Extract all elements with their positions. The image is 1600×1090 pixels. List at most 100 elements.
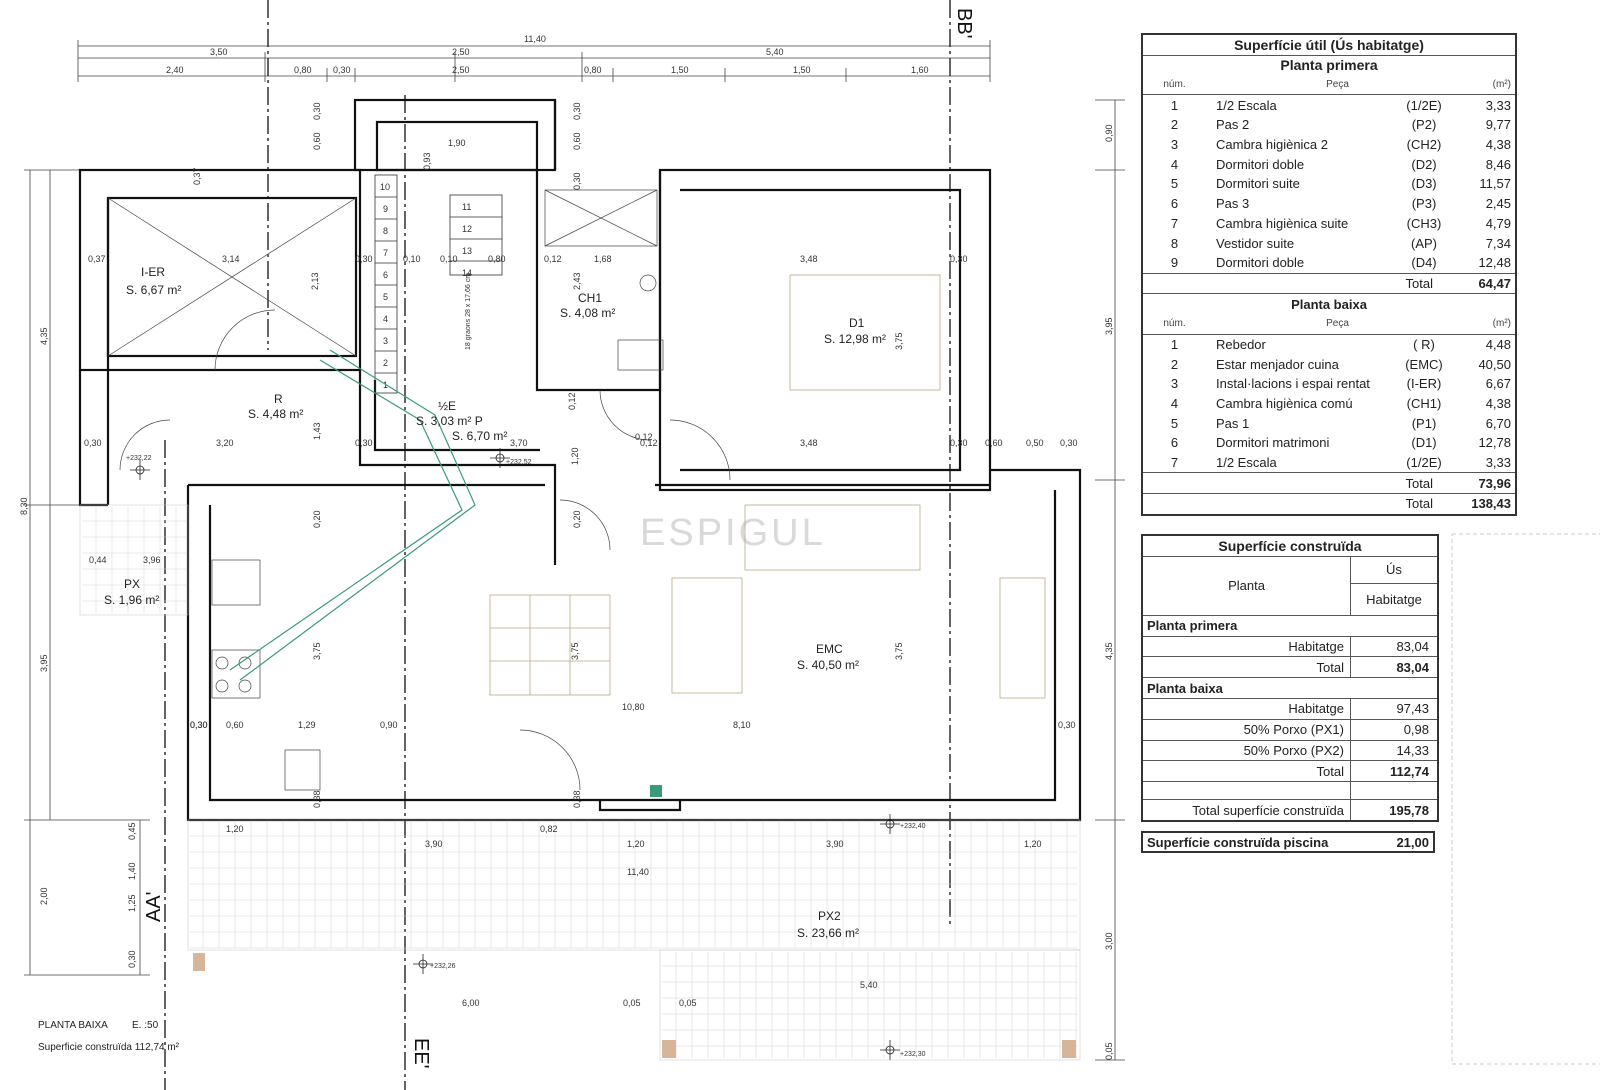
dim-top3-f: 1,50 bbox=[671, 65, 689, 75]
dimension-label: 0,37 bbox=[88, 254, 106, 264]
furniture bbox=[489, 274, 1046, 699]
dimension-label: 0,12 bbox=[635, 432, 653, 442]
dim-left-h: 0,30 bbox=[127, 950, 137, 968]
col-us: Ús bbox=[1351, 557, 1437, 584]
level-marks: +232,22 +232,52 +232,40 +232,26 +232,30 bbox=[126, 455, 926, 1058]
dimension-label: 0,38 bbox=[572, 790, 582, 808]
dim-top3-e: 0,80 bbox=[584, 65, 602, 75]
svg-text:14: 14 bbox=[462, 268, 472, 278]
svg-text:3: 3 bbox=[383, 336, 388, 346]
dimension-label: 0,60 bbox=[226, 720, 244, 730]
pool-surface-label: Superfície construïda piscina bbox=[1147, 834, 1329, 850]
room-labels: I-ER S. 6,67 m² R S. 4,48 m² ½E S. 3,03 … bbox=[104, 265, 886, 940]
dimension-label: 1,20 bbox=[570, 447, 580, 465]
dimension-label: 3,90 bbox=[425, 839, 443, 849]
dim-top3-b: 0,80 bbox=[294, 65, 312, 75]
dimension-label: 0,30 bbox=[572, 102, 582, 120]
walls bbox=[78, 98, 1082, 822]
dimension-label: 0,20 bbox=[572, 510, 582, 528]
porch-grid bbox=[79, 504, 1081, 1061]
dim-left-g: 1,25 bbox=[127, 894, 137, 912]
dimension-label: 3,75 bbox=[894, 642, 904, 660]
svg-text:8: 8 bbox=[383, 226, 388, 236]
dimension-label: 0,05 bbox=[679, 998, 697, 1008]
room-area: S. 6,70 m² bbox=[452, 429, 507, 443]
ground-floor-total: Total 73,96 bbox=[1143, 472, 1515, 493]
column-marker bbox=[662, 1040, 676, 1058]
dimension-label: 3,90 bbox=[826, 839, 844, 849]
pool-surface-value: 21,00 bbox=[1396, 834, 1429, 850]
dimension-label: 0,38 bbox=[312, 790, 322, 808]
dimension-label: 0,30 bbox=[355, 254, 373, 264]
grand-total: Total 138,43 bbox=[1143, 493, 1515, 514]
dimension-label: 10,80 bbox=[622, 702, 645, 712]
dimension-label: 1,29 bbox=[298, 720, 316, 730]
dimension-label: 0,12 bbox=[640, 438, 658, 448]
dim-left-e: 0,45 bbox=[127, 822, 137, 840]
pool-surface: Superfície construïda piscina 21,00 bbox=[1141, 831, 1435, 853]
room-area: S. 40,50 m² bbox=[797, 658, 859, 672]
room-area: S. 3,03 m² P bbox=[416, 414, 483, 428]
section-axes bbox=[164, 0, 951, 1090]
room-area: S. 12,98 m² bbox=[824, 332, 886, 346]
dim-top3-g: 1,50 bbox=[793, 65, 811, 75]
col-habitatge: Habitatge bbox=[1366, 591, 1422, 607]
column-marker bbox=[193, 953, 205, 971]
dimension-label: 5,40 bbox=[860, 980, 878, 990]
first-floor-total: Total 64,47 bbox=[1143, 272, 1515, 294]
room-code: EMC bbox=[816, 642, 843, 656]
level-mark: +232,52 bbox=[506, 459, 532, 466]
dimension-label: 0,60 bbox=[572, 132, 582, 150]
room-area: S. 4,48 m² bbox=[248, 407, 303, 421]
section-title: Planta baixa bbox=[1143, 293, 1515, 314]
dim-total-width: 11,40 bbox=[524, 34, 546, 44]
green-pipe bbox=[229, 349, 476, 681]
dimension-label: 6,00 bbox=[462, 998, 480, 1008]
dimension-label: 0,50 bbox=[1026, 438, 1044, 448]
useful-surface-table: Superfície útil (Ús habitatge) Planta pr… bbox=[1141, 33, 1517, 516]
dimension-label: 3,20 bbox=[216, 438, 234, 448]
dimension-label: 2,43 bbox=[572, 272, 582, 290]
dimension-label: 1,43 bbox=[312, 422, 322, 440]
dimension-label: 2,13 bbox=[310, 272, 320, 290]
watermark: ESPIGUL bbox=[640, 512, 826, 554]
stair-note: 18 graons 28 x 17,66 cm bbox=[465, 273, 472, 350]
installation-cross bbox=[107, 197, 357, 357]
left-dimension-lines bbox=[24, 169, 150, 976]
dimension-label: 0,30 bbox=[1060, 438, 1078, 448]
dim-right-c: 4,35 bbox=[1104, 642, 1114, 660]
dimension-label: 1,20 bbox=[1024, 839, 1042, 849]
svg-text:11: 11 bbox=[462, 202, 471, 212]
dim-top2-c: 5,40 bbox=[766, 47, 784, 57]
room-area: S. 4,08 m² bbox=[560, 306, 615, 320]
svg-text:6: 6 bbox=[383, 270, 388, 280]
dimension-label: 0,90 bbox=[380, 720, 398, 730]
dimension-label: 1,20 bbox=[627, 839, 645, 849]
dimension-label: 0,30 bbox=[190, 720, 208, 730]
dim-top3-a: 2,40 bbox=[166, 65, 184, 75]
axis-label-aa: AA' bbox=[143, 892, 165, 923]
table-header-row: núm. Peça (m²) bbox=[1163, 79, 1511, 91]
stair-step-numbers: 1 2 3 4 5 6 7 8 9 10 11 12 13 14 bbox=[380, 182, 472, 390]
section-title: Planta primera bbox=[1143, 54, 1515, 75]
table-header: Planta Ús Habitatge bbox=[1143, 555, 1437, 615]
dim-left-c: 3,95 bbox=[39, 654, 49, 672]
dim-top3-d: 2,50 bbox=[452, 65, 470, 75]
room-code: CH1 bbox=[578, 291, 602, 305]
dimension-label: 0,30 bbox=[572, 172, 582, 190]
room-code: PX bbox=[124, 577, 140, 591]
dimension-label: 8,10 bbox=[733, 720, 751, 730]
level-mark: +232,40 bbox=[900, 823, 926, 830]
stair-treads bbox=[374, 174, 503, 394]
section-title: Planta primera bbox=[1143, 614, 1437, 636]
